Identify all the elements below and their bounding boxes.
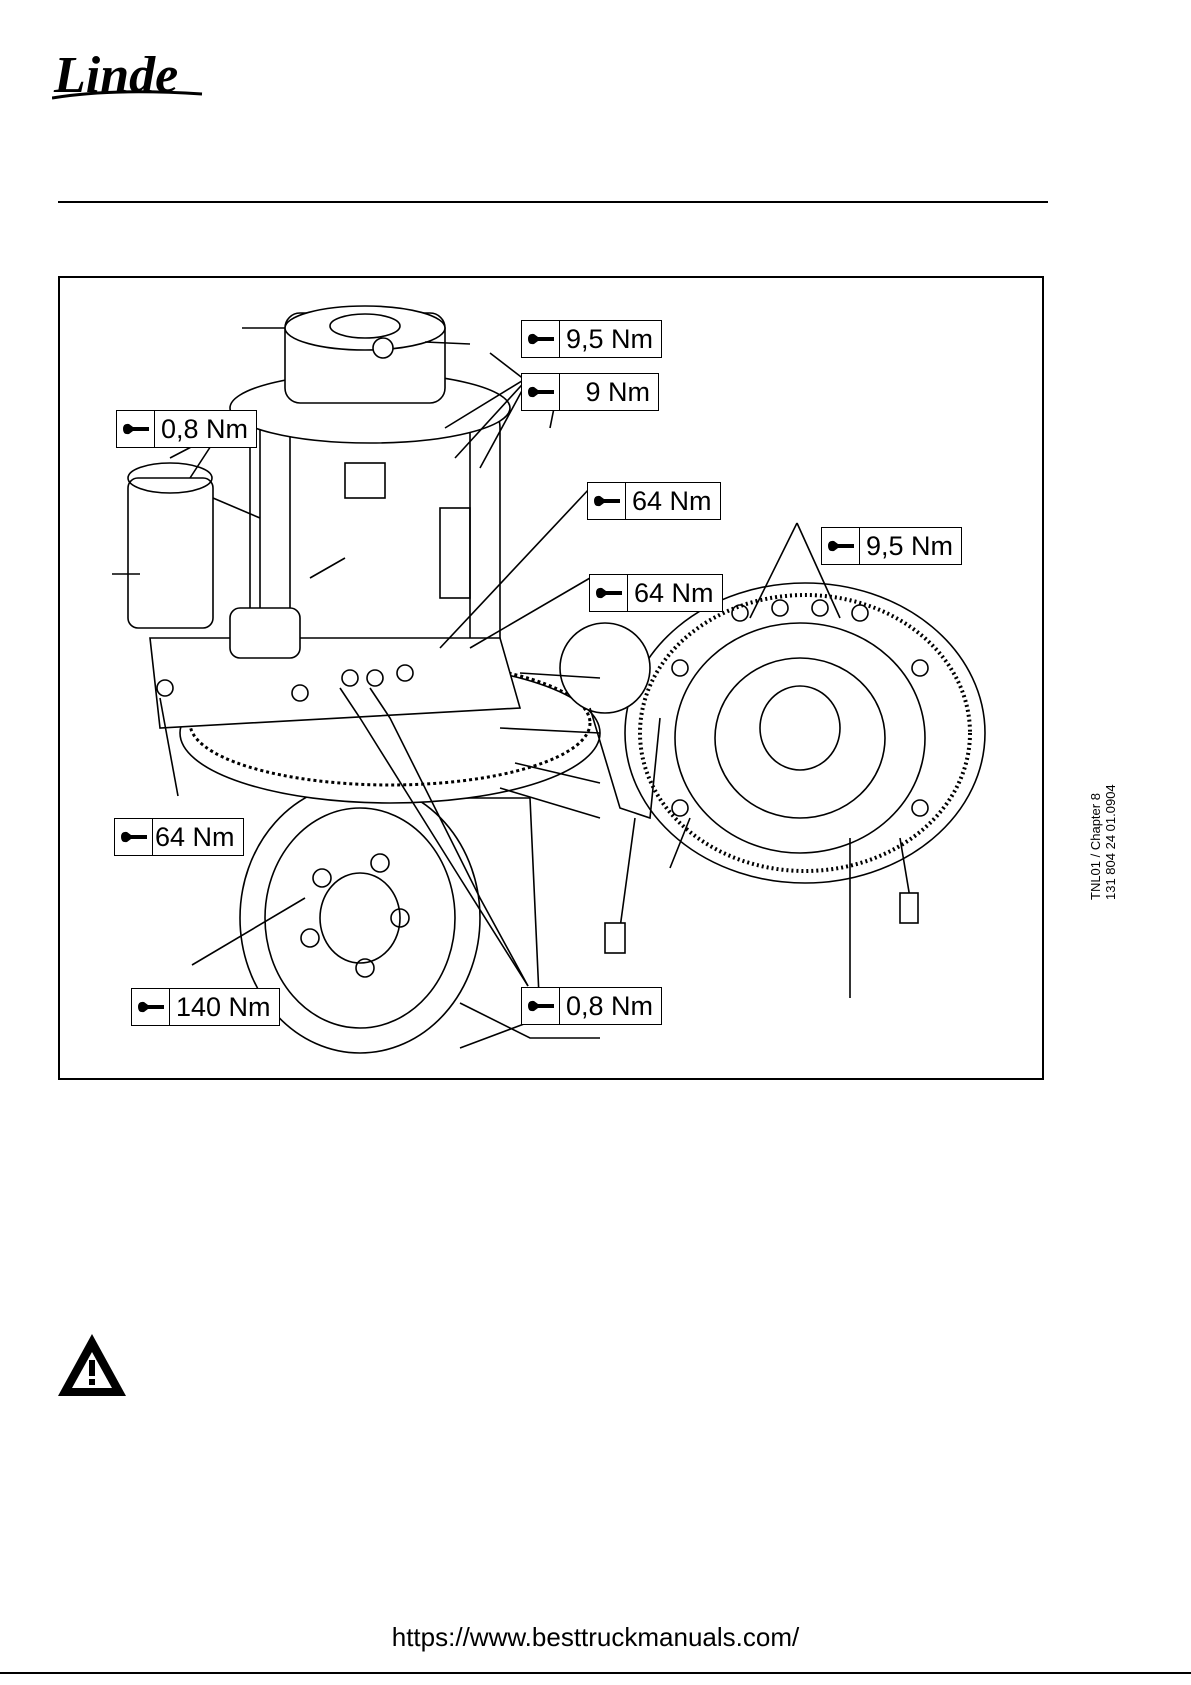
wrench-icon [115, 819, 153, 855]
wrench-icon [117, 411, 155, 447]
linde-logo: Linde [52, 40, 262, 110]
wrench-icon [522, 374, 560, 410]
torque-value: 64 Nm [628, 578, 722, 609]
torque-value: 0,8 Nm [560, 991, 661, 1022]
torque-value: 0,8 Nm [155, 414, 256, 445]
torque-label: 64 Nm [114, 818, 244, 856]
header-rule [58, 201, 1048, 203]
torque-value: 64 Nm [626, 486, 720, 517]
wrench-icon [822, 528, 860, 564]
torque-label: 0,8 Nm [521, 987, 662, 1025]
torque-value: 140 Nm [170, 992, 279, 1023]
document-reference: TNL01 / Chapter 8 131 804 24 01.0904 [1088, 900, 1148, 910]
torque-value: 64 Nm [153, 822, 243, 853]
torque-label: 0,8 Nm [116, 410, 257, 448]
torque-value: 9,5 Nm [560, 324, 661, 355]
drive-unit-figure: 9,5 Nm 9 Nm 0,8 Nm 64 Nm 64 Nm 9,5 Nm [58, 276, 1044, 1080]
torque-label: 64 Nm [587, 482, 721, 520]
document-number: 131 804 24 01.0904 [1103, 784, 1118, 900]
torque-label: 64 Nm [589, 574, 723, 612]
torque-value: 9,5 Nm [860, 531, 961, 562]
wrench-icon [588, 483, 626, 519]
torque-value: 9 Nm [579, 377, 658, 408]
wrench-icon [522, 321, 560, 357]
torque-label: 140 Nm [131, 988, 280, 1026]
torque-label: 9,5 Nm [521, 320, 662, 358]
wrench-icon [132, 989, 170, 1025]
wrench-icon [590, 575, 628, 611]
torque-label: 9,5 Nm [821, 527, 962, 565]
footer-url[interactable]: https://www.besttruckmanuals.com/ [0, 1622, 1191, 1653]
footer-rule [0, 1672, 1191, 1674]
torque-label: 9 Nm [521, 373, 659, 411]
wrench-icon [522, 988, 560, 1024]
warning-icon [54, 1330, 130, 1400]
chapter-reference: TNL01 / Chapter 8 [1088, 784, 1103, 900]
